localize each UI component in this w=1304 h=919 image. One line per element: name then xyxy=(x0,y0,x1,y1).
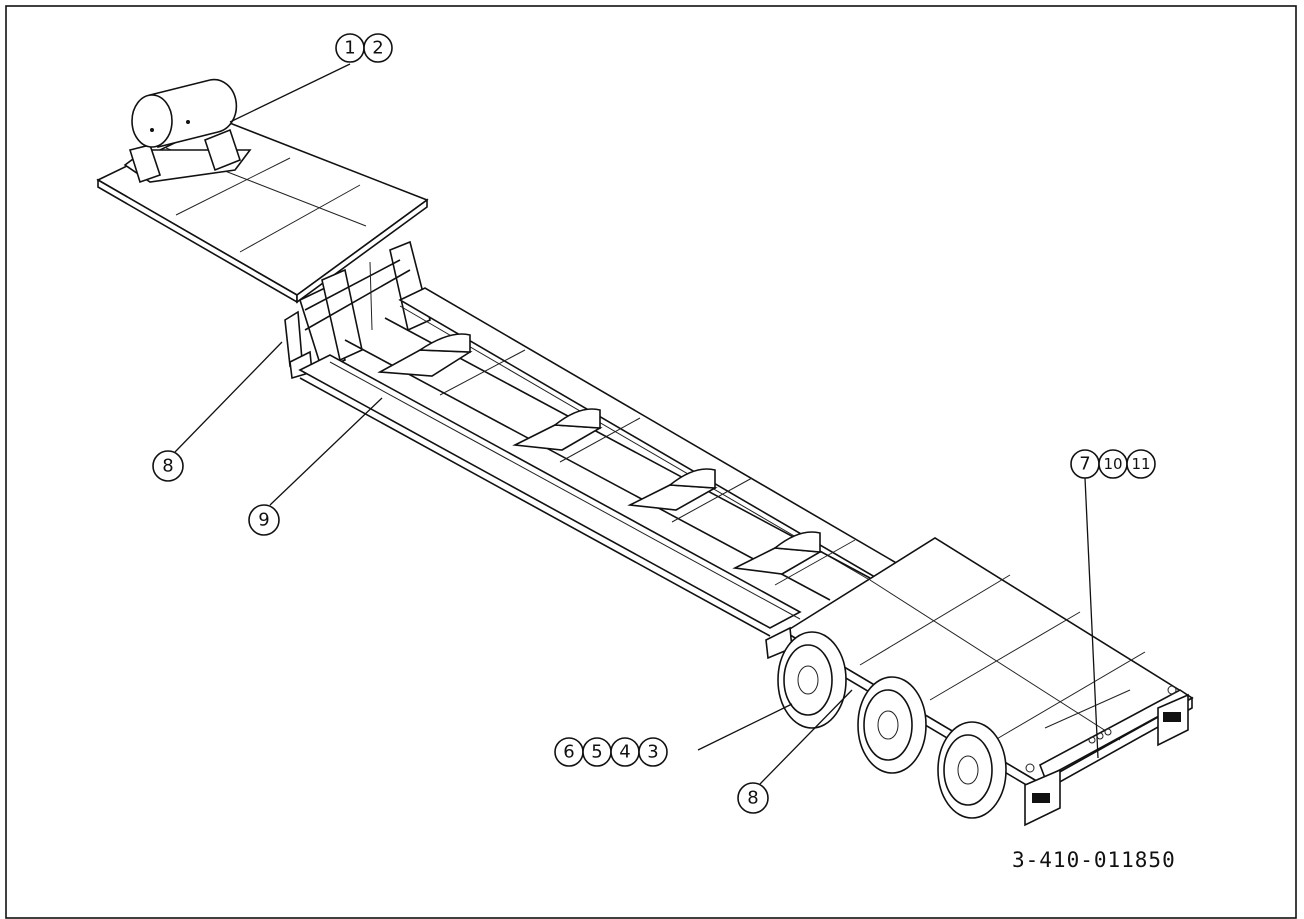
svg-text:10: 10 xyxy=(1103,455,1122,473)
svg-text:9: 9 xyxy=(258,510,269,531)
callout-9: 9 xyxy=(248,397,383,536)
svg-text:3: 3 xyxy=(647,742,658,763)
svg-text:6: 6 xyxy=(563,742,574,763)
callout-circle xyxy=(363,33,393,63)
air-tank xyxy=(123,78,252,184)
svg-text:8: 8 xyxy=(162,456,173,477)
gooseneck-supports xyxy=(284,240,431,380)
rear-wheels xyxy=(777,631,1007,819)
mud-flaps xyxy=(1024,693,1189,827)
callout-1-2: 1 2 xyxy=(229,33,393,123)
callout-7-10-11: 7 10 11 xyxy=(1070,449,1156,759)
callout-8-bottom: 8 xyxy=(737,689,853,814)
svg-text:5: 5 xyxy=(591,742,602,763)
callout-8-left: 8 xyxy=(152,341,283,482)
svg-text:7: 7 xyxy=(1079,454,1090,475)
svg-text:11: 11 xyxy=(1131,455,1150,473)
svg-text:8: 8 xyxy=(747,788,758,809)
svg-text:4: 4 xyxy=(619,742,630,763)
callout-label: 1 xyxy=(344,38,355,59)
drawing-border xyxy=(5,5,1297,919)
cross-members xyxy=(377,333,856,586)
main-frame xyxy=(298,287,907,637)
callout-label: 2 xyxy=(372,38,383,59)
drawing-number: 3-410-011850 xyxy=(1012,848,1176,872)
callout-6-5-4-3: 6 5 4 3 xyxy=(554,703,793,767)
